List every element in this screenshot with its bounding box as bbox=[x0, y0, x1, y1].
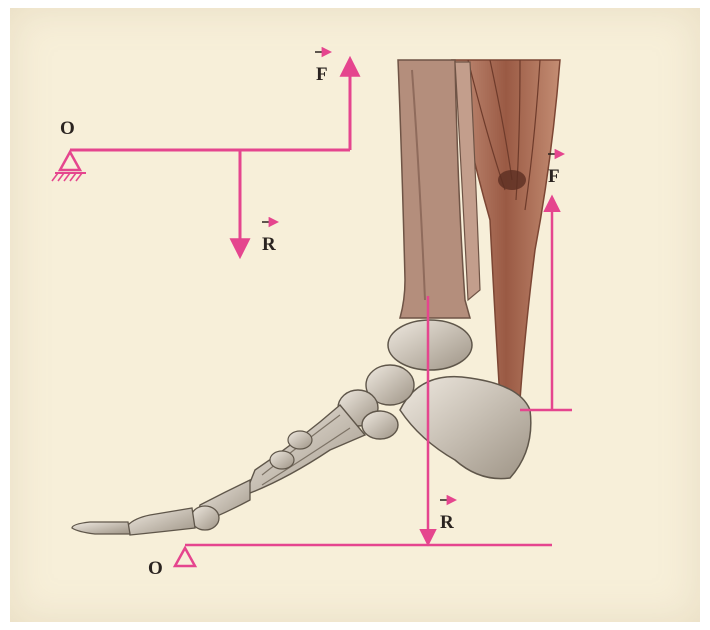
foot-load-label: R bbox=[440, 512, 454, 533]
lever-effort-label: F bbox=[316, 64, 328, 85]
foot-illustration bbox=[72, 60, 560, 535]
foot-effort-label: F bbox=[548, 166, 560, 187]
phalanx-middle bbox=[128, 508, 195, 535]
lever-pivot-label: O bbox=[60, 118, 75, 139]
lever-load-label: R bbox=[262, 234, 276, 255]
foot-pivot-label: O bbox=[148, 558, 163, 579]
talus-bone bbox=[388, 320, 472, 370]
metatarsal-bones bbox=[245, 405, 365, 495]
triangle-support-hatched-icon bbox=[52, 152, 86, 181]
lever-diagram: O F R bbox=[52, 52, 350, 255]
triangle-support-icon bbox=[175, 548, 195, 566]
phalanx-distal bbox=[72, 522, 130, 534]
calcaneus-bone bbox=[400, 377, 531, 479]
cuboid-bone bbox=[362, 411, 398, 439]
